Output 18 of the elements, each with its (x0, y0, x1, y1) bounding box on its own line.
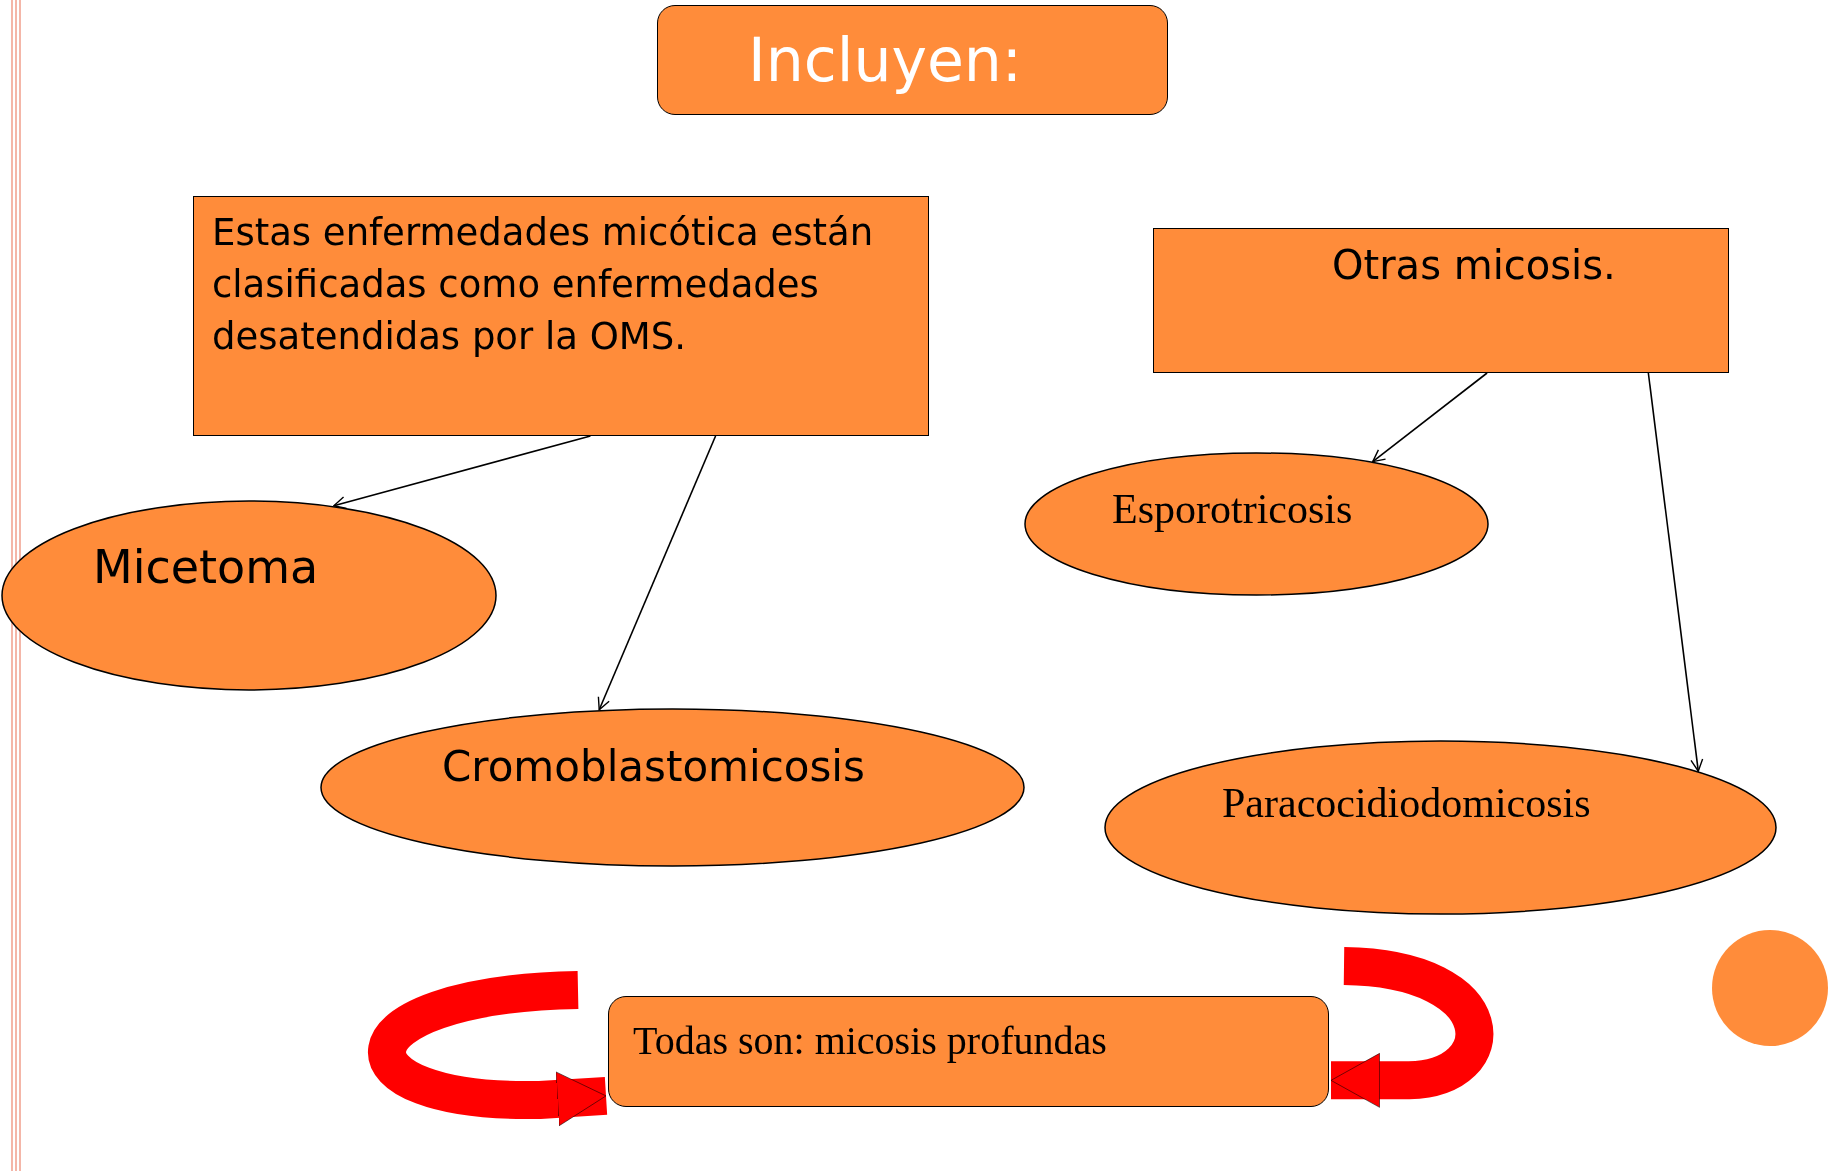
curved-arrow (1330, 947, 1494, 1108)
process-box (1153, 228, 1729, 373)
arrow (333, 435, 592, 510)
node-text: Micetoma (93, 540, 320, 596)
process-box (193, 196, 929, 436)
arrow (1647, 372, 1704, 773)
curved-arrow (368, 971, 608, 1127)
arrow (1371, 372, 1488, 463)
node-text: Estas enfermedades micótica están clasificadas como enfermedades desatendidas por la OMS. (212, 210, 875, 360)
node-text: Paracocidiodomicosis (1222, 779, 1592, 828)
process-box (608, 996, 1329, 1107)
arrow (597, 435, 717, 711)
node-text: Todas son: micosis profundas (633, 1017, 1108, 1065)
process-box (657, 5, 1168, 115)
title-text: Incluyen: (748, 24, 1024, 96)
node-text: Otras micosis. (1332, 241, 1617, 289)
node-text: Esporotricosis (1112, 485, 1354, 534)
node-text: Cromoblastomicosis (442, 742, 866, 793)
